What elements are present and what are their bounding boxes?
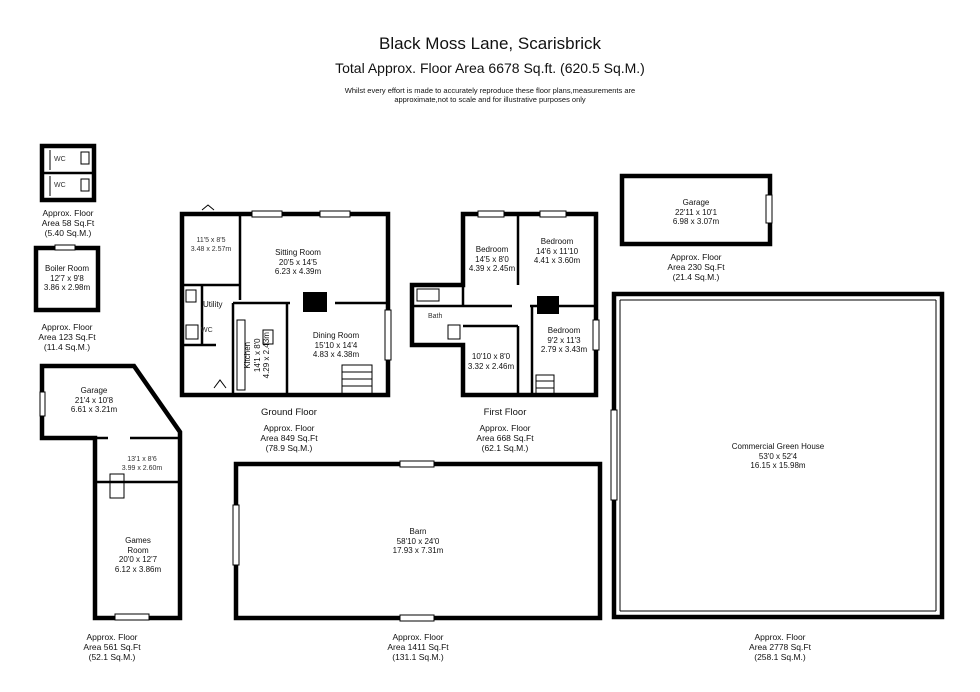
utility-label: Utility	[203, 300, 223, 309]
games-building-outline	[39, 363, 183, 621]
boiler-room-outline	[33, 244, 101, 313]
barn-outline	[232, 460, 603, 622]
total-floor-area: Total Approx. Floor Area 6678 Sq.ft. (62…	[335, 60, 645, 76]
ground-wc-label: WC	[201, 327, 213, 334]
first-floor-title: First Floor	[483, 407, 527, 418]
green-house-outline	[610, 291, 945, 620]
ground-floor-outline	[179, 204, 392, 398]
disclaimer-line-1: Whilst every effort is made to accuratel…	[344, 86, 636, 95]
ground-floor-title: Ground Floor	[261, 407, 317, 418]
wc-label-1: WC	[54, 156, 66, 163]
property-address: Black Moss Lane, Scarisbrick	[378, 34, 602, 53]
bathroom-label: Bath	[428, 313, 443, 320]
first-floor-outline	[409, 210, 600, 398]
disclaimer-line-2: approximate,not to scale and for illustr…	[394, 95, 586, 104]
wc-label-2: WC	[54, 182, 66, 189]
wc-block-outline	[39, 143, 97, 203]
small-garage-outline	[619, 173, 773, 247]
